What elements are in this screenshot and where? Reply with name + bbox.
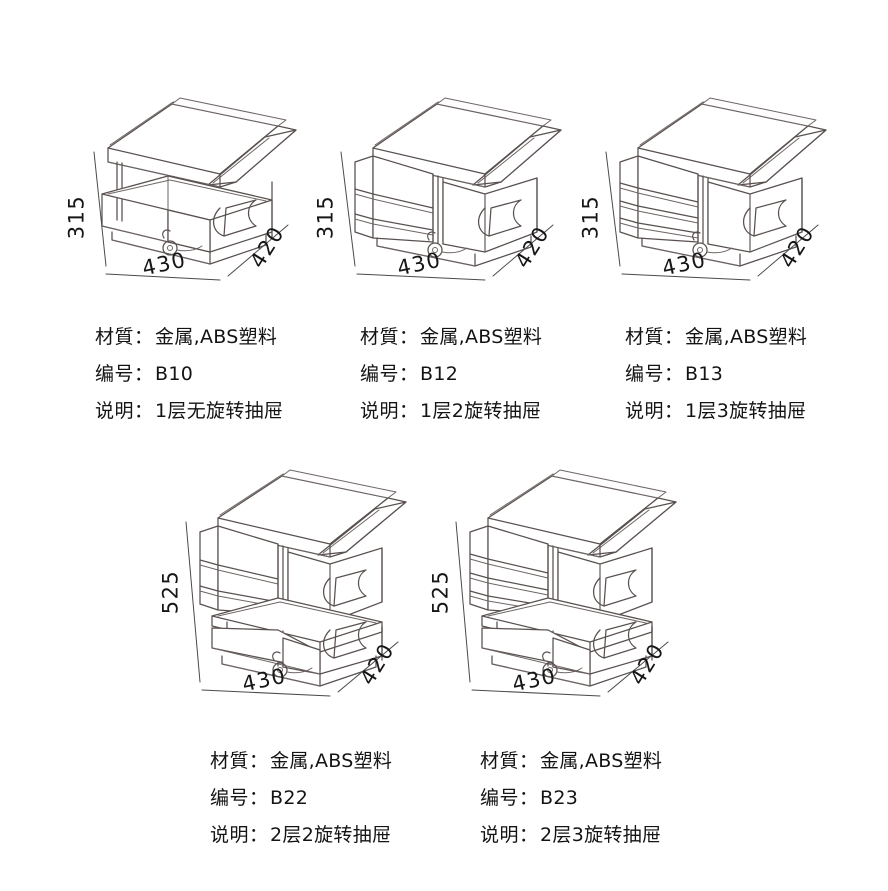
spec-block-b10: 材質 ： 金属,ABS塑料 编号 ： B10 说明 ： 1层无旋转抽屉 (95, 328, 283, 421)
spec-description-value: 1层2旋转抽屉 (420, 400, 542, 422)
spec-description-key: 说明 (210, 824, 250, 846)
spec-model-b23: 编号 ： B23 (480, 789, 662, 808)
product-card-b23: 525 430 420 (428, 469, 705, 710)
spec-model-value: B12 (420, 363, 459, 385)
dimension-lines-b12 (340, 151, 554, 281)
cart-drawing-b12 (325, 90, 590, 290)
dimension-height-b13: 315 (578, 194, 603, 240)
cart-drawing-b23 (440, 469, 705, 710)
spec-material-b10: 材質 ： 金属,ABS塑料 (95, 328, 283, 347)
spec-material-value: 金属,ABS塑料 (540, 750, 663, 772)
dimension-height-b10: 315 (64, 194, 89, 240)
spec-block-b12: 材質 ： 金属,ABS塑料 编号 ： B12 说明 ： 1层2旋转抽屉 (360, 328, 542, 421)
spec-material-value: 金属,ABS塑料 (270, 750, 393, 772)
spec-model-b22: 编号 ： B22 (210, 789, 392, 808)
dimension-lines-b13 (605, 151, 819, 281)
spec-model-value: B10 (155, 363, 194, 385)
spec-material-key: 材質 (625, 326, 665, 348)
spec-description-key: 说明 (480, 824, 520, 846)
spec-model-value: B23 (540, 787, 579, 809)
spec-description-value: 2层3旋转抽屉 (540, 824, 662, 846)
spec-block-b23: 材質 ： 金属,ABS塑料 编号 ： B23 说明 ： 2层3旋转抽屉 (480, 752, 662, 845)
spec-description-key: 说明 (95, 400, 135, 422)
spec-description-key: 说明 (625, 400, 665, 422)
spec-description-b13: 说明 ： 1层3旋转抽屉 (625, 402, 807, 421)
spec-separator: ： (249, 750, 269, 772)
dimension-height-b23: 525 (428, 569, 453, 615)
spec-material-value: 金属,ABS塑料 (155, 326, 278, 348)
spec-material-value: 金属,ABS塑料 (420, 326, 543, 348)
spec-block-b13: 材質 ： 金属,ABS塑料 编号 ： B13 说明 ： 1层3旋转抽屉 (625, 328, 807, 421)
spec-separator: ： (519, 824, 539, 846)
spec-material-key: 材質 (95, 326, 135, 348)
dimension-height-b22: 525 (158, 569, 183, 615)
dimension-lines-b10 (93, 151, 289, 281)
spec-material-key: 材質 (360, 326, 400, 348)
cart-drawing-b10 (60, 90, 325, 290)
spec-material-value: 金属,ABS塑料 (685, 326, 808, 348)
spec-model-b12: 编号 ： B12 (360, 365, 542, 384)
spec-block-b22: 材質 ： 金属,ABS塑料 编号 ： B22 说明 ： 2层2旋转抽屉 (210, 752, 392, 845)
dimension-lines-b23 (455, 521, 669, 697)
spec-separator: ： (134, 326, 154, 348)
spec-model-b10: 编号 ： B10 (95, 365, 283, 384)
spec-separator: ： (664, 326, 684, 348)
product-card-b13: 315 430 420 (578, 90, 855, 290)
spec-description-b23: 说明 ： 2层3旋转抽屉 (480, 826, 662, 845)
spec-model-key: 编号 (480, 787, 520, 809)
spec-model-value: B13 (685, 363, 724, 385)
spec-separator: ： (519, 750, 539, 772)
dimension-lines-b22 (185, 521, 399, 697)
product-card-b22: 525 430 420 (158, 469, 435, 710)
spec-description-b22: 说明 ： 2层2旋转抽屉 (210, 826, 392, 845)
spec-material-key: 材質 (480, 750, 520, 772)
spec-material-b23: 材質 ： 金属,ABS塑料 (480, 752, 662, 771)
product-card-b10: 315 430 420 (60, 90, 325, 290)
spec-model-key: 编号 (625, 363, 665, 385)
dimension-height-b12: 315 (313, 194, 338, 240)
spec-description-b10: 说明 ： 1层无旋转抽屉 (95, 402, 283, 421)
spec-model-key: 编号 (95, 363, 135, 385)
spec-separator: ： (519, 787, 539, 809)
spec-separator: ： (249, 787, 269, 809)
cart-drawing-b13 (590, 90, 855, 290)
spec-description-key: 说明 (360, 400, 400, 422)
spec-separator: ： (249, 824, 269, 846)
spec-separator: ： (664, 363, 684, 385)
spec-material-b13: 材質 ： 金属,ABS塑料 (625, 328, 807, 347)
product-card-b12: 315 430 420 (313, 90, 590, 290)
spec-separator: ： (399, 363, 419, 385)
spec-model-b13: 编号 ： B13 (625, 365, 807, 384)
spec-material-b12: 材質 ： 金属,ABS塑料 (360, 328, 542, 347)
spec-separator: ： (134, 363, 154, 385)
spec-material-key: 材質 (210, 750, 250, 772)
spec-description-b12: 说明 ： 1层2旋转抽屉 (360, 402, 542, 421)
spec-description-value: 1层3旋转抽屉 (685, 400, 807, 422)
spec-model-key: 编号 (210, 787, 250, 809)
spec-description-value: 2层2旋转抽屉 (270, 824, 392, 846)
spec-separator: ： (664, 400, 684, 422)
spec-separator: ： (399, 326, 419, 348)
cart-drawing-b22 (170, 469, 435, 710)
spec-separator: ： (134, 400, 154, 422)
spec-material-b22: 材質 ： 金属,ABS塑料 (210, 752, 392, 771)
spec-model-value: B22 (270, 787, 309, 809)
spec-description-value: 1层无旋转抽屉 (155, 400, 284, 422)
spec-model-key: 编号 (360, 363, 400, 385)
spec-separator: ： (399, 400, 419, 422)
